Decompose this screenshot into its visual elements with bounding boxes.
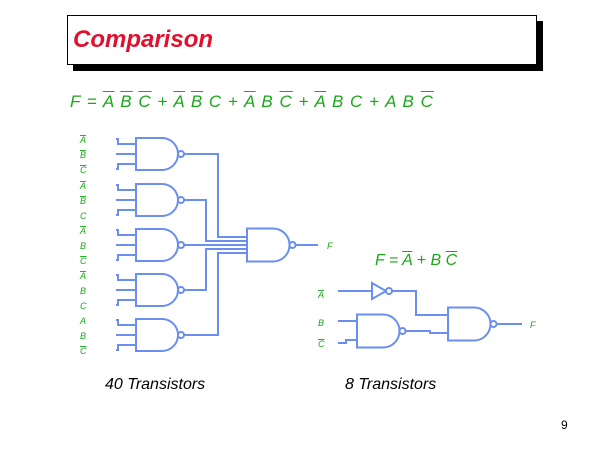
- inversion-bubble: [177, 286, 185, 294]
- literal: A: [243, 92, 256, 111]
- slide-title: Comparison: [73, 26, 214, 53]
- literal: B: [120, 92, 133, 111]
- input-label: A: [79, 181, 86, 191]
- input-wire: [338, 339, 358, 344]
- literal: B: [402, 92, 415, 111]
- literal: C: [208, 92, 223, 111]
- input-label: B: [80, 286, 86, 296]
- literal: C: [350, 92, 364, 111]
- nand-gate: [356, 313, 401, 349]
- literal: C: [420, 92, 434, 111]
- literal: B: [331, 92, 345, 111]
- literal: B: [190, 92, 204, 111]
- input-label: C: [80, 211, 87, 221]
- literal: A: [385, 92, 397, 111]
- caption-left: 40 Transistors: [105, 376, 206, 393]
- nand-gate: [135, 137, 179, 171]
- literal: C: [138, 92, 152, 111]
- nand-gate: [135, 183, 179, 217]
- input-label: A: [79, 226, 86, 236]
- input-label: A: [79, 135, 86, 145]
- input-label: B: [80, 241, 86, 251]
- input-label: A: [317, 290, 324, 300]
- inversion-bubble: [177, 196, 185, 204]
- input-wire: [116, 299, 137, 306]
- literal: B: [261, 92, 274, 111]
- wire: [405, 330, 449, 334]
- nand-gate: [135, 273, 179, 307]
- input-label: C: [80, 346, 87, 356]
- input-label: C: [80, 165, 87, 175]
- input-label: A: [79, 271, 86, 281]
- inversion-bubble: [398, 327, 407, 335]
- inversion-bubble: [288, 241, 297, 249]
- gate-output-wire: [184, 153, 248, 238]
- input-label: B: [318, 318, 324, 328]
- input-wire: [116, 254, 137, 261]
- input-label: B: [80, 331, 86, 341]
- output-label-f: F: [530, 320, 536, 330]
- nand-gate: [447, 306, 492, 342]
- input-label: C: [318, 339, 325, 349]
- input-wire: [116, 209, 137, 216]
- output-label-f: F: [327, 241, 333, 251]
- input-wire: [116, 274, 137, 281]
- input-label: C: [80, 301, 87, 311]
- input-wire: [116, 319, 137, 326]
- input-label: C: [80, 256, 87, 266]
- inversion-bubble: [385, 287, 393, 295]
- gate-output-wire: [184, 199, 248, 242]
- literal: A: [314, 92, 327, 111]
- page-number: 9: [561, 418, 568, 432]
- eq-lhs: F =: [70, 92, 98, 111]
- input-label: B: [80, 196, 86, 206]
- literal: A: [173, 92, 186, 111]
- input-wire: [116, 138, 137, 145]
- literal: A: [402, 252, 413, 269]
- caption-right: 8 Transistors: [345, 376, 437, 393]
- inverter: [371, 281, 389, 301]
- inversion-bubble: [177, 150, 185, 158]
- input-wire: [116, 163, 137, 170]
- input-label: A: [79, 316, 86, 326]
- input-label: B: [80, 150, 86, 160]
- sop-equation: F = A B C + A B C + A B C + A B C + A B …: [70, 92, 434, 111]
- gate-output-wire: [184, 248, 248, 291]
- input-wire: [116, 184, 137, 191]
- wire: [392, 290, 449, 316]
- literal: B: [430, 252, 442, 269]
- nand-gate: [135, 318, 179, 352]
- gate-output-wire: [184, 252, 248, 336]
- title-box: Comparison: [67, 15, 537, 65]
- literal: C: [445, 252, 458, 269]
- input-wire: [116, 344, 137, 351]
- nand-gate: [246, 227, 291, 263]
- nand-gate: [135, 228, 179, 262]
- inversion-bubble: [177, 331, 185, 339]
- simplified-equation: F = A + B C: [375, 252, 458, 269]
- input-wire: [116, 229, 137, 236]
- literal: A: [102, 92, 115, 111]
- inversion-bubble: [489, 320, 498, 328]
- literal: C: [279, 92, 293, 111]
- eq-lhs: F =: [375, 252, 399, 269]
- inversion-bubble: [177, 241, 185, 249]
